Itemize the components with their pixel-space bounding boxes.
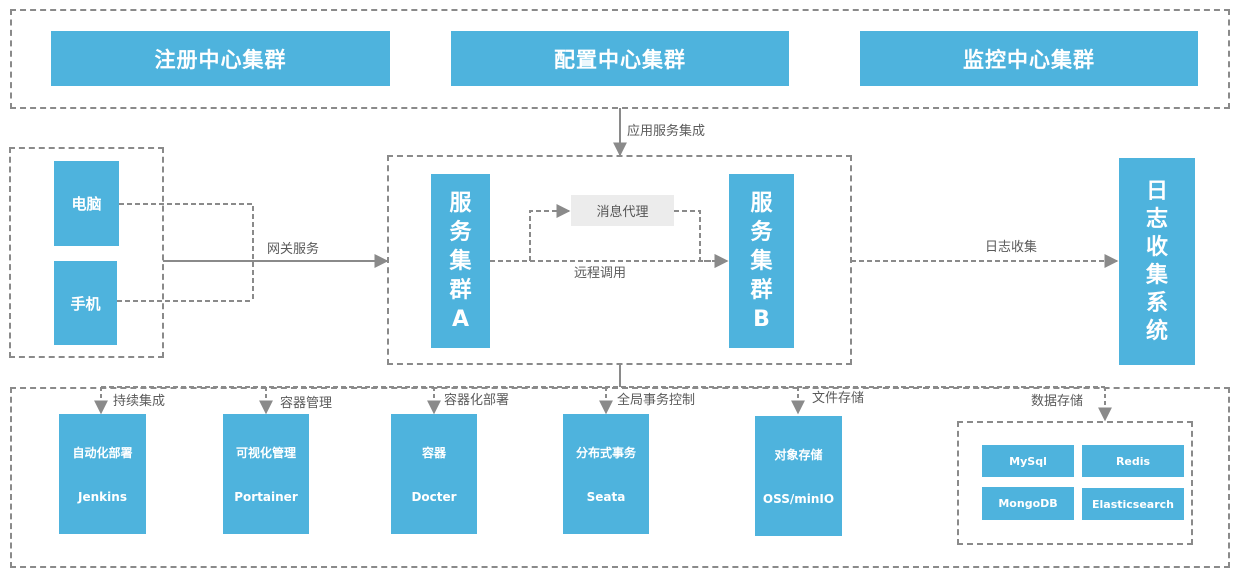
cluster-a-char: 务 (449, 219, 472, 245)
data-storage-frame (957, 421, 1193, 545)
log-system-char: 日 (1145, 178, 1168, 204)
mq-in-arrow (529, 204, 571, 261)
pc-box: 电脑 (54, 161, 119, 246)
component-seata: 分布式事务 Seata (563, 414, 649, 534)
log-system-char: 收 (1145, 234, 1168, 260)
client-frame (9, 147, 164, 358)
app-integration-label: 应用服务集成 (627, 124, 706, 139)
service-cluster-a: 服 务 集 群 A (431, 174, 490, 348)
top-frame (10, 9, 1230, 109)
component-name: Portainer (234, 490, 298, 505)
log-system-char: 系 (1145, 290, 1168, 316)
log-system-char: 统 (1145, 318, 1168, 344)
component-title: 分布式事务 (575, 445, 636, 460)
component-name: OSS/minIO (762, 492, 835, 507)
component-jenkins: 自动化部署 Jenkins (59, 414, 146, 534)
component-title: 对象存储 (774, 447, 823, 462)
log-system-char: 集 (1145, 262, 1168, 288)
component-docker: 容器 Docter (391, 414, 477, 534)
cluster-b-char: 务 (750, 219, 773, 245)
component-name: Seata (586, 490, 626, 505)
cluster-b-char: 群 (750, 277, 773, 303)
cluster-a-char: 服 (449, 190, 472, 216)
mq-out-arrow (674, 210, 729, 268)
bottom-frame (10, 387, 1230, 568)
containerize-label: 容器化部署 (444, 393, 510, 408)
gateway-label: 网关服务 (267, 242, 320, 257)
cluster-b-char: 集 (750, 248, 773, 274)
cluster-a-char: A (451, 306, 470, 332)
cluster-b-char: B (753, 306, 770, 332)
log-system-box: 日 志 收 集 系 统 (1119, 158, 1195, 365)
log-collect-label: 日志收集 (985, 240, 1038, 255)
component-title: 容器 (421, 445, 446, 460)
service-frame (387, 155, 852, 365)
component-title: 可视化管理 (235, 445, 296, 460)
redis-box: Redis (1082, 445, 1184, 477)
cluster-a-char: 群 (449, 277, 472, 303)
mongodb-box: MongoDB (982, 487, 1074, 520)
elasticsearch-box: Elasticsearch (1082, 488, 1184, 520)
remote-call-label: 远程调用 (574, 266, 627, 281)
message-broker-box: 消息代理 (571, 195, 674, 226)
service-cluster-b: 服 务 集 群 B (729, 174, 794, 348)
phone-box: 手机 (54, 261, 117, 345)
cluster-a-char: 集 (449, 248, 472, 274)
ci-label: 持续集成 (113, 394, 166, 409)
container-mgmt-label: 容器管理 (280, 396, 333, 411)
data-storage-label: 数据存储 (1031, 394, 1084, 409)
config-center-box: 配置中心集群 (451, 31, 789, 86)
log-system-char: 志 (1145, 206, 1168, 232)
global-tx-label: 全局事务控制 (617, 393, 696, 408)
component-portainer: 可视化管理 Portainer (223, 414, 309, 534)
registry-center-box: 注册中心集群 (51, 31, 390, 86)
file-storage-label: 文件存储 (812, 391, 865, 406)
cluster-b-char: 服 (750, 190, 773, 216)
mysql-box: MySql (982, 445, 1074, 477)
component-title: 自动化部署 (72, 445, 133, 460)
component-name: Docter (411, 490, 457, 505)
component-oss: 对象存储 OSS/minIO (755, 416, 842, 536)
component-name: Jenkins (78, 490, 127, 505)
monitor-center-box: 监控中心集群 (860, 31, 1198, 86)
